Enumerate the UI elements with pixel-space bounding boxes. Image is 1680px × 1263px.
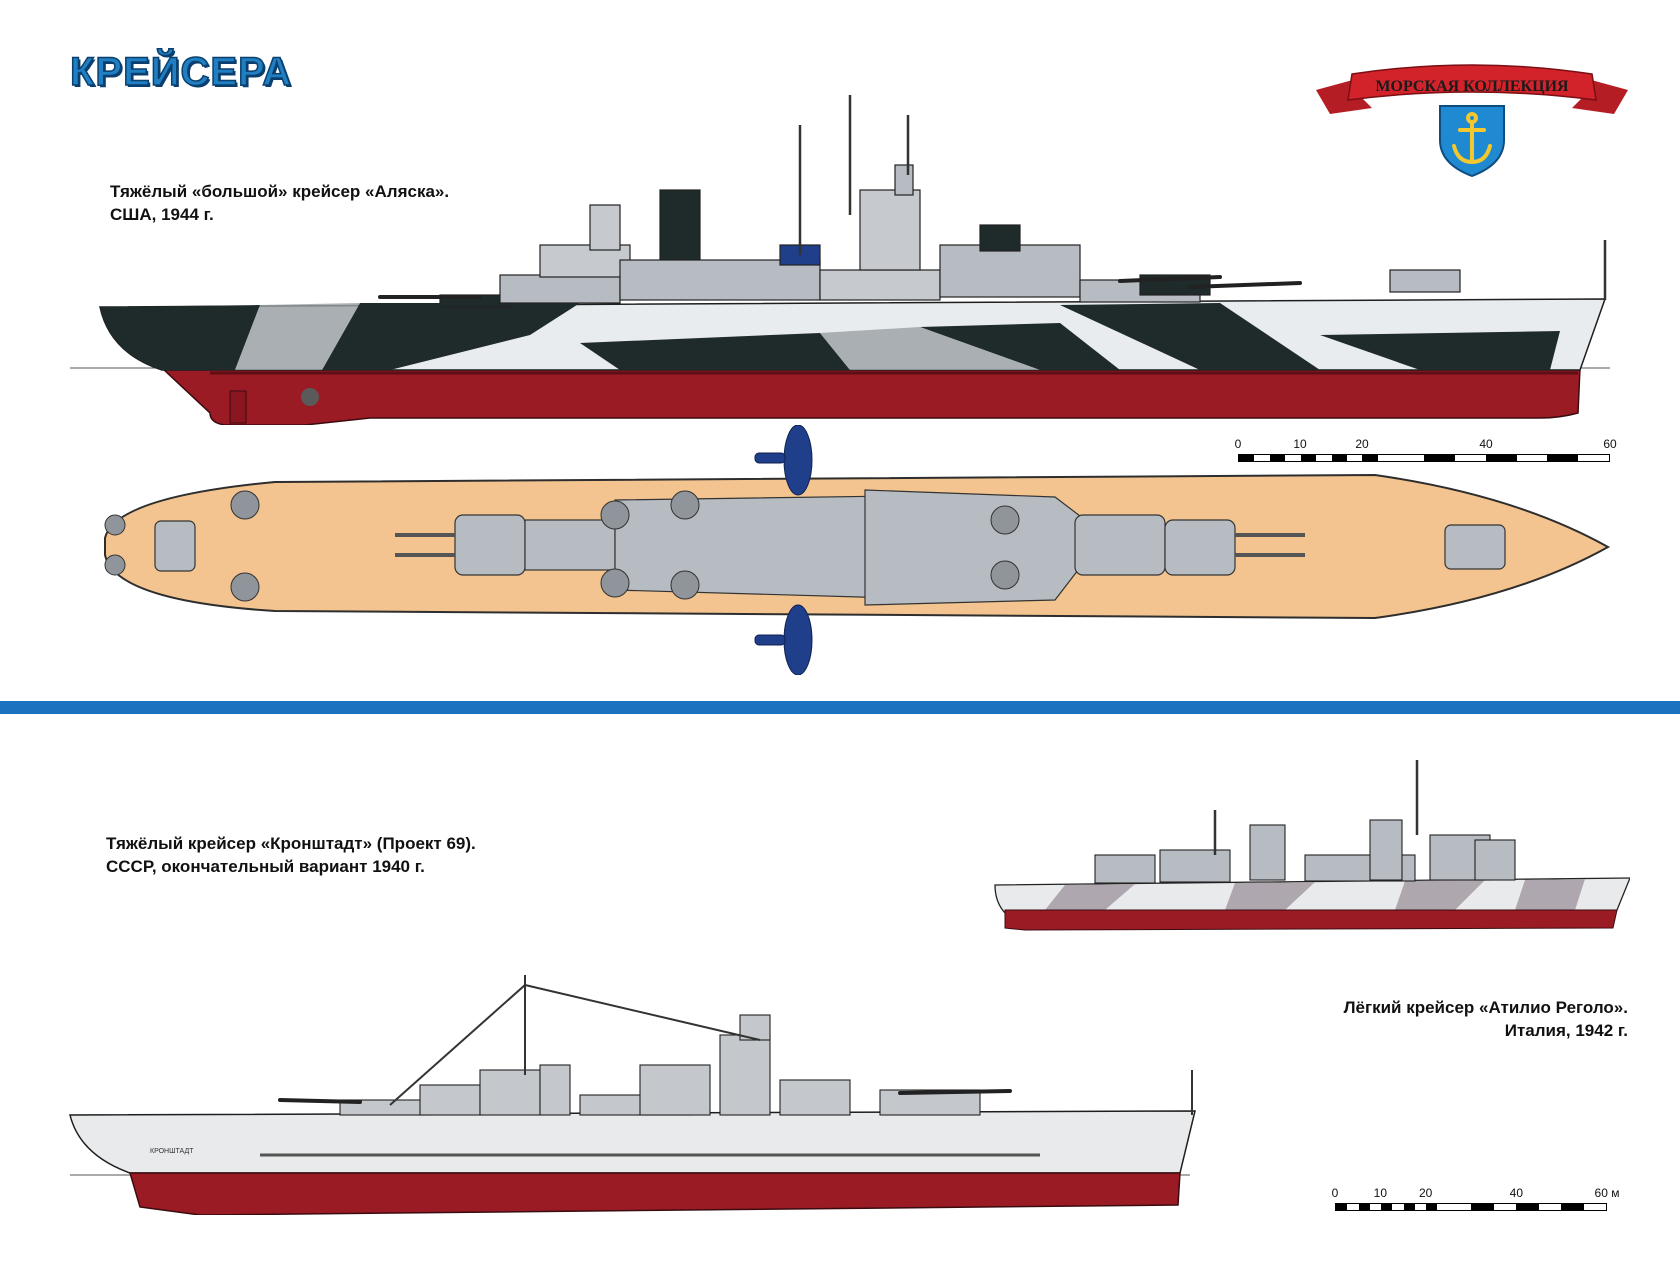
section-divider — [0, 701, 1680, 714]
scale-bar-bottom: 0 10 20 40 60 м — [1331, 1186, 1619, 1216]
scale-tick-label: 10 — [1373, 1186, 1388, 1200]
alaska-side-profile — [70, 95, 1610, 425]
regolo-side-profile — [994, 760, 1630, 931]
scale-tick-label: 40 — [1479, 437, 1493, 451]
scale-tick-label: 60 — [1603, 437, 1617, 451]
scale-tick-label: 0 — [1234, 437, 1242, 451]
caption-regolo-line1: Лёгкий крейсер «Атилио Реголо». — [1343, 998, 1628, 1017]
caption-alaska: Тяжёлый «большой» крейсер «Аляска». США,… — [110, 180, 449, 226]
caption-regolo: Лёгкий крейсер «Атилио Реголо». Италия, … — [1344, 996, 1628, 1042]
emblem-banner-text: МОРСКАЯ КОЛЛЕКЦИЯ — [1375, 78, 1569, 95]
kronshtadt-side-profile: КРОНШТАДТ — [69, 975, 1196, 1215]
camouflage-pattern — [1045, 879, 1585, 910]
scale-tick-label: 20 — [1355, 437, 1369, 451]
seaplane-icon — [754, 425, 813, 675]
scale-tick-label: 20 — [1418, 1186, 1433, 1200]
scale-tick-label: 60 м — [1594, 1186, 1620, 1200]
caption-alaska-line2: США, 1944 г. — [110, 205, 214, 224]
scale-tick-label: 10 — [1293, 437, 1307, 451]
alaska-deck-plan — [104, 425, 1611, 675]
hull-underwater — [160, 367, 1581, 425]
scale-bar-graduations — [1238, 454, 1610, 462]
hull-name-plate: КРОНШТАДТ — [150, 1148, 194, 1155]
page-title: КРЕЙСЕРА — [69, 49, 293, 95]
caption-regolo-line2: Италия, 1942 г. — [1504, 1021, 1628, 1040]
caption-kronshtadt: Тяжёлый крейсер «Кронштадт» (Проект 69).… — [106, 832, 476, 878]
hull-topside — [69, 1110, 1196, 1174]
camouflage-pattern — [100, 303, 1560, 370]
hull-underwater — [128, 1172, 1181, 1215]
anchor-icon — [1452, 112, 1492, 165]
caption-kronshtadt-line1: Тяжёлый крейсер «Кронштадт» (Проект 69). — [106, 834, 476, 853]
scale-bar-top: 0 10 20 40 60 — [1234, 437, 1617, 467]
banner-ribbon: МОРСКАЯ КОЛЛЕКЦИЯ — [1316, 64, 1628, 114]
caption-kronshtadt-line2: СССР, окончательный вариант 1940 г. — [106, 857, 425, 876]
hull-underwater — [1004, 909, 1618, 931]
scale-tick-label: 0 — [1331, 1186, 1339, 1200]
scale-tick-label: 40 — [1509, 1186, 1524, 1200]
scale-bar-graduations — [1335, 1203, 1607, 1211]
morskaya-kollektsiya-emblem: МОРСКАЯ КОЛЛЕКЦИЯ — [1316, 64, 1628, 178]
caption-alaska-line1: Тяжёлый «большой» крейсер «Аляска». — [110, 182, 450, 201]
